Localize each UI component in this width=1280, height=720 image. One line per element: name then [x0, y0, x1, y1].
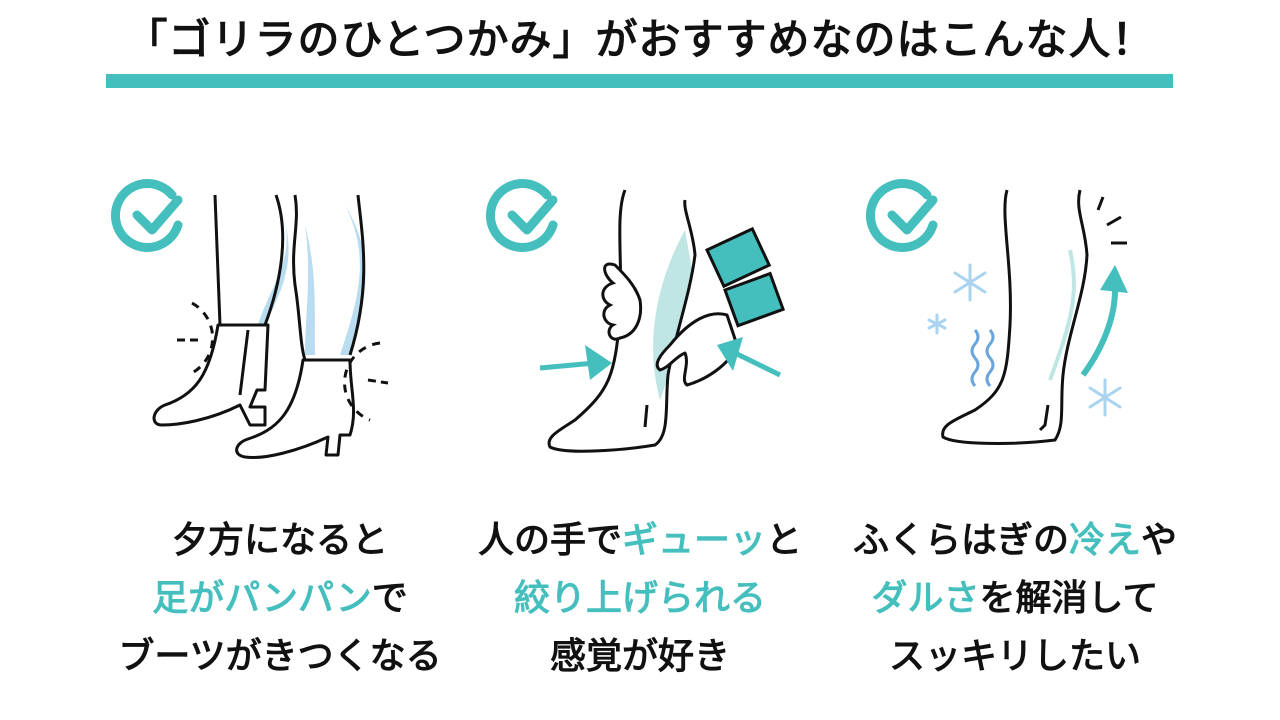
caption-line: ふくらはぎの冷えや [835, 512, 1195, 570]
caption-line: 絞り上げられる [460, 570, 820, 628]
caption-text: 感覚が好き [549, 636, 730, 677]
caption-text: 夕方になると [171, 520, 388, 561]
caption-highlight: ギューッ [621, 520, 766, 561]
panel-squeeze-calf [475, 175, 805, 495]
caption-highlight: 絞り上げられる [513, 578, 766, 619]
caption-panel-2: 人の手でギューッと 絞り上げられる 感覚が好き [460, 512, 820, 686]
caption-panel-1: 夕方になると 足がパンパンで ブーツがきつくなる [100, 512, 460, 686]
caption-text: スッキリしたい [888, 636, 1141, 677]
caption-highlight: 冷え [1068, 520, 1141, 561]
caption-text: ブーツがきつくなる [118, 636, 442, 677]
squeeze-arrow-right-icon [717, 337, 782, 378]
cold-wave-icon [970, 329, 995, 387]
snowflake-icon [1088, 378, 1122, 417]
caption-text: ふくらはぎの [852, 520, 1069, 561]
caption-text: を解消して [979, 578, 1159, 619]
caption-text: と [766, 520, 803, 561]
caption-line: 足がパンパンで [100, 570, 460, 628]
caption-line: 感覚が好き [460, 628, 820, 686]
check-circle-icon [485, 179, 558, 252]
page-title: 「ゴリラのひとつかみ」がおすすめなのはこんな人！ [125, 15, 1155, 64]
squeeze-calf-illustration [485, 179, 786, 453]
cold-leg-illustration [865, 179, 1128, 445]
caption-text: 人の手で [477, 520, 622, 561]
snowflake-icon [953, 263, 987, 302]
caption-line: ブーツがきつくなる [100, 628, 460, 686]
check-circle-icon [110, 179, 183, 252]
caption-line: 人の手でギューッと [460, 512, 820, 570]
caption-text: で [371, 578, 408, 619]
caption-text: や [1141, 520, 1178, 561]
caption-line: ダルさを解消して [835, 570, 1195, 628]
caption-highlight: ダルさ [871, 578, 980, 619]
swollen-legs-illustration [110, 179, 389, 460]
caption-line: 夕方になると [100, 512, 460, 570]
check-circle-icon [865, 179, 938, 252]
caption-highlight: 足がパンパン [152, 578, 372, 619]
panel-cold-leg [855, 175, 1185, 495]
squeeze-arrow-left-icon [539, 345, 612, 380]
up-arrow-icon [1080, 265, 1128, 377]
title-underline [106, 74, 1173, 88]
caption-line: スッキリしたい [835, 628, 1195, 686]
panel-swollen-legs [100, 175, 430, 495]
snowflake-small-icon [927, 313, 947, 335]
caption-panel-3: ふくらはぎの冷えや ダルさを解消して スッキリしたい [835, 512, 1195, 686]
